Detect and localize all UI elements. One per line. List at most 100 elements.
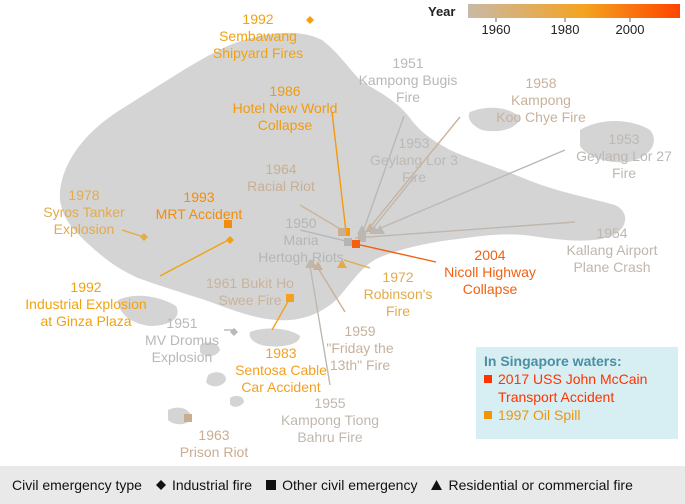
event-label-line: Kampong: [511, 92, 571, 108]
event-label-line: Racial Riot: [247, 178, 315, 194]
event-label-line: 1961 Bukit Ho: [206, 275, 294, 291]
event-label-line: Bahru Fire: [297, 429, 363, 445]
event-label-line: Geylang Lor 3: [370, 152, 458, 168]
connector-lines: [121, 111, 576, 386]
waters-title: In Singapore waters:: [484, 353, 622, 369]
diamond-icon: [140, 233, 148, 241]
legend-title: Civil emergency type: [12, 477, 142, 493]
island-shape: [59, 32, 626, 321]
island-jurong: [118, 295, 178, 326]
legend-bar: Civil emergency type Industrial fire Oth…: [0, 466, 685, 504]
event-label-line: 1953: [608, 131, 639, 147]
markers-layer: [140, 16, 385, 422]
event-label-line: 1959: [344, 323, 375, 339]
waters-item-line: 1997 Oil Spill: [498, 407, 581, 423]
event-label-line: "Friday the: [326, 340, 393, 356]
event-label-line: 1992: [242, 11, 273, 27]
event-label-line: Koo Chye Fire: [496, 109, 586, 125]
event-label-line: Collapse: [463, 281, 518, 297]
square-icon: [484, 375, 492, 383]
event-label-line: 1978: [68, 187, 99, 203]
triangle-icon: [313, 261, 323, 270]
colorbar-title: Year: [428, 4, 456, 19]
event-label-line: 1958: [525, 75, 556, 91]
square-icon: [266, 480, 277, 490]
colorbar-tick-label: 2000: [616, 22, 645, 37]
island-tekong: [580, 121, 654, 163]
event-label-line: 1951: [392, 55, 423, 71]
square-icon: [224, 220, 232, 228]
event-label-line: Explosion: [152, 349, 213, 365]
waters-item-oil-spill: 1997 Oil Spill: [484, 406, 670, 424]
island-ubin: [468, 107, 520, 132]
event-label-line: 1983: [265, 345, 296, 361]
event-label-line: Maria: [283, 232, 318, 248]
event-label-line: Fire: [402, 169, 426, 185]
event-label-line: Shipyard Fires: [213, 45, 303, 61]
square-icon: [484, 411, 492, 419]
event-label-line: Kallang Airport: [566, 242, 657, 258]
diamond-icon: [226, 236, 234, 244]
triangle-icon: [431, 480, 443, 490]
event-label-line: 1986: [269, 83, 300, 99]
event-label-line: Hertogh Riots: [258, 249, 344, 265]
colorbar-tick-label: 1980: [551, 22, 580, 37]
legend-item-other: Other civil emergency: [266, 477, 417, 493]
event-label-line: Fire: [612, 165, 636, 181]
event-label-line: 1972: [382, 269, 413, 285]
island-south-2: [206, 372, 226, 387]
event-label-line: Car Accident: [241, 379, 320, 395]
colorbar-tick-label: 1960: [482, 22, 511, 37]
event-label-line: 1954: [596, 225, 627, 241]
island-south-1: [200, 342, 220, 357]
event-label-line: Fire: [396, 89, 420, 105]
waters-item-line: Transport Accident: [498, 389, 615, 405]
colorbar-gradient: [468, 4, 680, 18]
triangle-icon: [337, 259, 347, 268]
event-label-line: 1963: [198, 427, 229, 443]
event-label-line: Robinson's: [364, 286, 433, 302]
waters-item-line: 2017 USS John McCain: [498, 371, 648, 387]
square-icon: [344, 238, 352, 246]
event-label-line: 13th" Fire: [330, 357, 390, 373]
legend-label: Industrial fire: [171, 477, 253, 493]
colorbar-ticks: 1960 1980 2000: [482, 18, 645, 37]
event-label-line: Collapse: [258, 117, 313, 133]
legend-item-industrial: Industrial fire: [155, 477, 253, 493]
event-label-line: at Ginza Plaza: [40, 313, 131, 329]
event-label-line: MRT Accident: [156, 206, 243, 222]
event-label-line: Plane Crash: [573, 259, 650, 275]
legend-label: Residential or commercial fire: [448, 477, 633, 493]
event-label-line: Syros Tanker: [43, 204, 125, 220]
event-label-line: 1964: [265, 161, 296, 177]
legend-label: Other civil emergency: [282, 477, 418, 493]
event-label-line: 1955: [314, 395, 345, 411]
square-icon: [184, 414, 192, 422]
event-label-line: 2004: [474, 247, 505, 263]
event-label-line: Industrial Explosion: [25, 296, 146, 312]
event-label-line: Prison Riot: [180, 444, 249, 460]
event-label-line: Kampong Tiong: [281, 412, 379, 428]
event-label-line: Nicoll Highway: [444, 264, 536, 280]
event-label-line: 1993: [183, 189, 214, 205]
event-label-line: Kampong Bugis: [359, 72, 458, 88]
event-label-line: Explosion: [54, 221, 115, 237]
event-label-line: Sentosa Cable: [235, 362, 327, 378]
